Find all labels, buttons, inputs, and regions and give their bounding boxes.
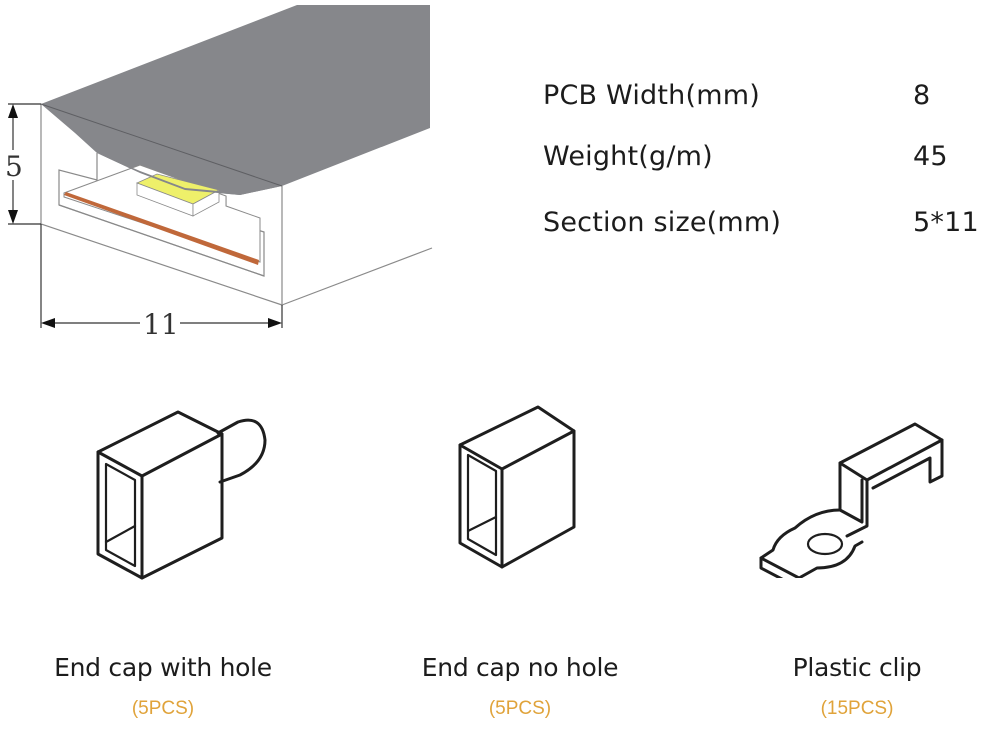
plastic-clip-icon (759, 422, 944, 578)
end-cap-no-hole-icon (458, 405, 576, 569)
accessory-quantity: (5PCS) (488, 698, 552, 719)
diffuser-top (41, 5, 430, 195)
accessory-name: End cap with hole (54, 653, 272, 682)
accessory-item: End cap with hole (5PCS) (38, 653, 288, 720)
pcb-copper-strip (64, 192, 259, 265)
spec-value: 8 (913, 80, 931, 111)
accessory-name: Plastic clip (792, 653, 922, 682)
accessory-item: Plastic clip (15PCS) (732, 653, 982, 720)
accessory-quantity: (15PCS) (820, 698, 894, 719)
spec-value: 5*11 (913, 207, 979, 238)
profile-body-outline (40, 104, 433, 306)
accessory-name: End cap no hole (421, 653, 619, 682)
height-dimension-label: 5 (5, 150, 23, 183)
spec-value: 45 (913, 141, 948, 172)
spec-label: Section size(mm) (543, 207, 782, 238)
spec-label: PCB Width(mm) (543, 80, 760, 111)
accessory-item: End cap no hole (5PCS) (395, 653, 645, 720)
accessory-quantity: (5PCS) (131, 698, 195, 719)
width-dimension (40, 224, 283, 328)
end-cap-with-hole-icon (96, 410, 267, 580)
spec-label: Weight(g/m) (543, 141, 713, 172)
led-chip (135, 173, 221, 217)
pcb-base (63, 164, 261, 263)
profile-cross-section-drawing: 5 11 (0, 5, 433, 340)
width-dimension-label: 11 (143, 308, 179, 340)
